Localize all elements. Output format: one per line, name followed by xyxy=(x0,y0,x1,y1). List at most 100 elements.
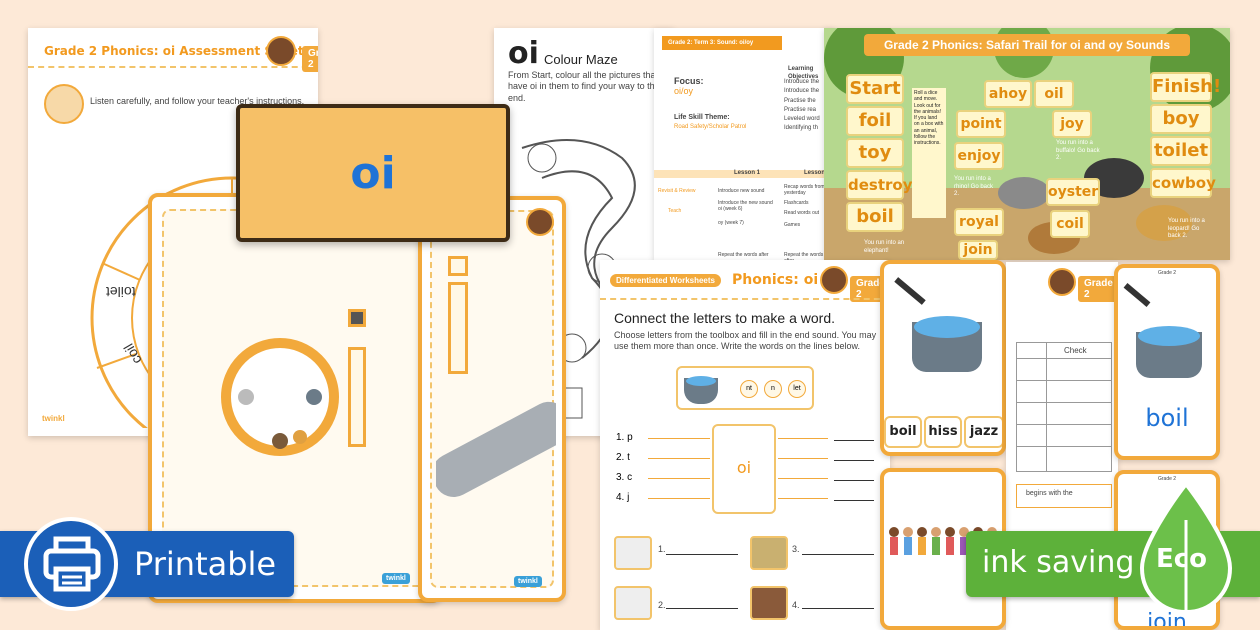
pot-water xyxy=(914,316,980,338)
oi-picture-ring xyxy=(221,338,339,456)
board-space-start: Start xyxy=(846,74,904,104)
row-label: Revisit & Review xyxy=(658,188,696,194)
lesson1-header: Lesson 1 xyxy=(734,170,761,176)
start-letter: 1. p xyxy=(616,432,633,443)
lesson-plan-sheet: Grade 2: Term 3: Sound: oi/oy Focus: oi/… xyxy=(654,28,834,260)
board-space: toilet xyxy=(1150,136,1212,166)
row-cell: Introduce the new sound oi (week 6) xyxy=(718,200,773,213)
boil-word-card: Grade 2 boil xyxy=(1114,264,1220,460)
question-text: begins with the xyxy=(1026,490,1073,497)
picture-box xyxy=(614,586,652,620)
child-avatar xyxy=(44,84,84,124)
start-letter: 4. j xyxy=(616,492,630,503)
picture-box xyxy=(750,536,788,570)
maze-title: Colour Maze xyxy=(544,52,618,67)
row-cell: Introduce new sound xyxy=(718,188,765,194)
pot-handle xyxy=(894,277,926,305)
arc-space: enjoy xyxy=(954,142,1004,170)
grade-label: Grade 2 xyxy=(1158,270,1177,276)
toolbox-chip: nt xyxy=(740,380,758,398)
board-space-finish: Finish! xyxy=(1150,72,1221,102)
start-letter: 2. t xyxy=(616,452,630,463)
assessment-instruction: Listen carefully, and follow your teache… xyxy=(90,96,305,106)
grade-badge: Grade 2 xyxy=(302,46,318,72)
word-option: boil xyxy=(884,416,922,448)
toolbox-chip: let xyxy=(788,380,806,398)
pot-water xyxy=(1138,326,1200,346)
board-space: boy xyxy=(1150,104,1212,134)
row-cell: Repeat the words after xyxy=(784,252,824,260)
twinkl-logo: twinkl xyxy=(514,576,542,587)
objectives-label: Learning Objectives xyxy=(788,66,819,80)
answer-num: 2. xyxy=(658,600,666,610)
rhino-note: You run into a rhino! Go back 2. xyxy=(954,176,994,197)
connect-letters-worksheet: Differentiated Worksheets Phonics: oi Gr… xyxy=(600,260,890,630)
word-option: jazz xyxy=(964,416,1002,448)
maze-title-big: oi xyxy=(508,36,539,71)
toolbox: nt n let xyxy=(676,366,814,410)
start-letter: 3. c xyxy=(616,472,633,483)
worksheet-instructions: Choose letters from the toolbox and fill… xyxy=(614,330,877,352)
objective-item: Introduce the xyxy=(784,79,820,85)
row-cell: Flashcards xyxy=(784,200,809,206)
safari-title: Grade 2 Phonics: Safari Trail for oi and… xyxy=(864,34,1190,56)
elephant-note: You run into an elephant! xyxy=(864,240,905,254)
board-space: boil xyxy=(846,202,904,232)
grade-badge: Grade 2 xyxy=(1078,276,1118,302)
objective-item: Practise the xyxy=(784,97,816,104)
safari-trail-board: Grade 2 Phonics: Safari Trail for oi and… xyxy=(824,28,1230,260)
board-space: destroy xyxy=(846,170,913,200)
word-match-card: boil hiss jazz xyxy=(880,260,1006,456)
row-cell: Repeat the words after xyxy=(718,252,769,258)
i-poster: twinkl xyxy=(418,196,566,602)
avatar xyxy=(1048,268,1076,296)
row-cell: oy (week 7) xyxy=(718,220,744,226)
leopard-note: You run into a leopard! Go back 2. xyxy=(1168,218,1205,239)
oi-flashcard: oi xyxy=(236,104,510,242)
maze-instruction: From Start, colour all the pictures that… xyxy=(508,70,660,103)
answer-num: 3. xyxy=(792,544,800,554)
printable-banner: Printable xyxy=(0,517,294,611)
board-space: foil xyxy=(846,106,904,136)
letter-i-dot xyxy=(448,256,468,276)
letter-i-dot xyxy=(348,309,366,327)
arc-space: royal xyxy=(954,208,1004,236)
arc-space: point xyxy=(956,110,1006,138)
arc-space: coil xyxy=(1050,210,1090,238)
ink-saving-label: ink saving xyxy=(982,545,1135,580)
twinkl-logo: twinkl xyxy=(382,573,410,584)
objective-item: Practise rea xyxy=(784,106,817,113)
grade-label: Grade 2 xyxy=(1158,476,1177,482)
board-space: cowboy xyxy=(1150,168,1216,198)
picture-box xyxy=(614,536,652,570)
arc-space: join xyxy=(958,240,998,260)
word-card-text: boil xyxy=(1145,404,1189,432)
objective-item: Identifying th xyxy=(784,125,819,132)
wheel-word-toilet: toilet xyxy=(106,284,136,300)
arc-space: ahoy xyxy=(984,80,1032,108)
buffalo-note: You run into a buffalo! Go back 2. xyxy=(1056,140,1100,161)
avatar xyxy=(820,266,848,294)
arc-space: oil xyxy=(1034,80,1074,108)
row-cell: Read words out xyxy=(784,210,820,216)
eco-label: Eco xyxy=(1156,544,1208,574)
objective-item: Introduce the xyxy=(784,88,820,95)
oi-center-box xyxy=(712,424,776,514)
rolling-pin-picture xyxy=(436,401,556,498)
pot-handle xyxy=(1123,283,1151,307)
letter-i-stroke xyxy=(348,347,366,447)
printable-label: Printable xyxy=(134,545,277,583)
lesson2-header: Lesson xyxy=(804,170,826,176)
eco-drop-icon xyxy=(1139,480,1233,616)
picture-box xyxy=(750,586,788,620)
worksheet-title: Phonics: oi xyxy=(732,272,819,288)
join-picture-card xyxy=(880,468,1006,630)
flashcard-word: oi xyxy=(350,148,396,199)
assessment-title: Grade 2 Phonics: oi Assessment Sheet xyxy=(44,44,304,58)
board-space: toy xyxy=(846,138,904,168)
objective-item: Leveled word xyxy=(784,116,820,123)
focus-label: Focus: xyxy=(674,76,704,86)
worksheet-heading: Connect the letters to make a word. xyxy=(614,310,835,326)
toolbox-chip: n xyxy=(764,380,782,398)
printer-icon-circle xyxy=(24,517,118,611)
